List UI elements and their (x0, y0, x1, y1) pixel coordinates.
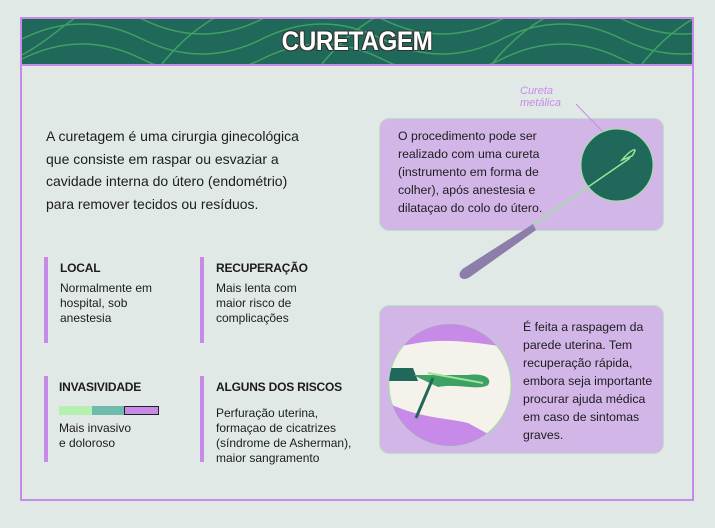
infographic-frame: CURETAGEM (20, 17, 694, 501)
page-title: CURETAGEM (281, 26, 433, 56)
recuperacao-text: Mais lenta com maior risco de complicaçõ… (216, 281, 297, 325)
info-riscos: ALGUNS DOS RISCOS Perfuração uterina, fo… (200, 376, 370, 465)
meter-segment-mid (91, 406, 125, 415)
callout-line2: metálica (520, 97, 561, 109)
card-scraping-text: É feita a raspagem da parede uterina. Te… (523, 320, 653, 442)
riscos-heading: ALGUNS DOS RISCOS (216, 380, 342, 394)
invasividade-heading: INVASIVIDADE (59, 380, 142, 394)
invasividade-text: Mais invasivo e doloroso (59, 421, 132, 450)
invasiveness-meter (59, 406, 160, 415)
header-banner: CURETAGEM (22, 19, 692, 66)
curette-callout: Cureta metálica (520, 85, 561, 109)
uterus-illustration (388, 323, 512, 447)
recuperacao-heading: RECUPERAÇÃO (216, 261, 308, 275)
info-local: LOCAL Normalmente em hospital, sob anest… (44, 257, 184, 343)
info-recuperacao: RECUPERAÇÃO Mais lenta com maior risco d… (200, 257, 360, 343)
meter-segment-high (124, 406, 160, 415)
riscos-text: Perfuração uterina, formaçao de cicatriz… (216, 406, 352, 465)
local-text: Normalmente em hospital, sob anestesia (60, 281, 153, 325)
intro-text: A curetagem é uma cirurgia ginecológica … (46, 128, 299, 212)
info-invasividade: INVASIVIDADE Mais invasivo e doloroso (44, 376, 184, 462)
meter-segment-low (59, 406, 92, 415)
local-heading: LOCAL (60, 261, 101, 275)
callout-line1: Cureta (520, 85, 554, 97)
wave-pattern (22, 19, 692, 64)
card-procedure-text: O procedimento pode ser realizado com um… (398, 129, 543, 215)
